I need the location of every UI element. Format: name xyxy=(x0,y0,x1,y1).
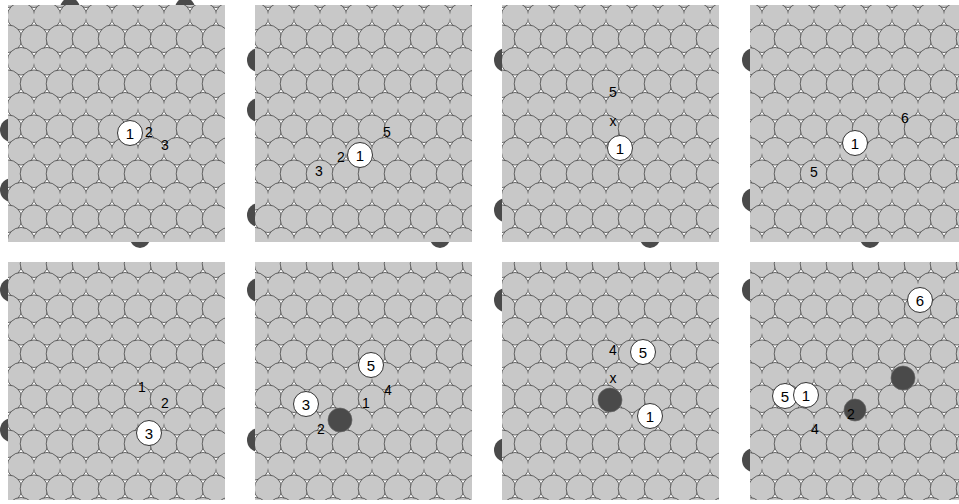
site-label: 5 xyxy=(609,85,617,99)
adatom-circle: 1 xyxy=(793,382,819,408)
atom-number: 6 xyxy=(916,293,924,308)
site-label: 2 xyxy=(847,407,855,421)
adatom-circle: 1 xyxy=(637,403,663,429)
site-label: 4 xyxy=(609,343,617,357)
site-label: 2 xyxy=(145,125,153,139)
site-label: 5 xyxy=(383,125,391,139)
site-label: 3 xyxy=(315,164,323,178)
atom-number: 1 xyxy=(851,136,859,151)
vacancy-holes xyxy=(328,366,915,432)
adatom-circle: 1 xyxy=(117,120,143,146)
site-label: 4 xyxy=(384,383,392,397)
adatom-circle: 3 xyxy=(293,391,319,417)
atom-number: 1 xyxy=(802,388,810,403)
site-label: 6 xyxy=(901,111,909,125)
atom-number: 1 xyxy=(126,126,134,141)
adatom-circle: 1 xyxy=(842,130,868,156)
atom-number: 3 xyxy=(302,397,310,412)
atom-number: 5 xyxy=(639,345,647,360)
adatom-circle: 5 xyxy=(358,352,384,378)
site-label: 2 xyxy=(317,422,325,436)
adatom-circle: 1 xyxy=(347,142,373,168)
atom-number: 1 xyxy=(616,141,624,156)
site-label: 1 xyxy=(362,396,370,410)
adatom-circle: 1 xyxy=(607,135,633,161)
site-label: 2 xyxy=(337,150,345,164)
atom-number: 1 xyxy=(356,148,364,163)
atom-number: 5 xyxy=(367,358,375,373)
atom-number: 5 xyxy=(781,389,789,404)
site-label: 2 xyxy=(161,396,169,410)
close-packed-layer xyxy=(8,5,959,500)
site-label: x xyxy=(610,371,617,385)
site-label: x xyxy=(610,114,617,128)
adatom-circle: 3 xyxy=(136,420,162,446)
site-label: 4 xyxy=(811,422,819,436)
site-label: 1 xyxy=(138,380,146,394)
site-label: 5 xyxy=(810,165,818,179)
atom-number: 1 xyxy=(646,409,654,424)
atom-number: 3 xyxy=(145,426,153,441)
site-label: 3 xyxy=(161,138,169,152)
adatom-circle: 5 xyxy=(630,339,656,365)
adatom-circle: 6 xyxy=(907,287,933,313)
